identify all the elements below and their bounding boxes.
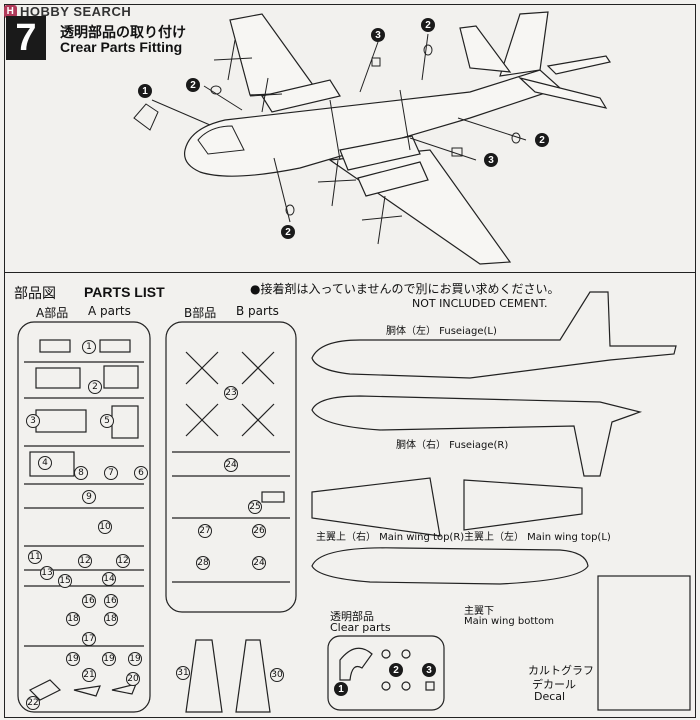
part-number-16: 16 — [104, 594, 118, 608]
cement-note-jp: ●接着剤は入っていませんので別にお買い求めください。 — [250, 282, 560, 296]
part-number-9: 9 — [82, 490, 96, 504]
sprue-b-frame — [165, 321, 297, 613]
part-number-18: 18 — [104, 612, 118, 626]
wing-top-left-label: 主翼上（左） Main wing top(L) — [464, 532, 611, 543]
part-number-17: 17 — [82, 632, 96, 646]
decal-label-jp2: デカール — [532, 678, 576, 691]
part-number-14: 14 — [102, 572, 116, 586]
clear-parts-label-jp: 透明部品 — [330, 610, 374, 623]
cement-note-en: NOT INCLUDED CEMENT. — [412, 297, 548, 310]
parts-list-title-jp: 部品図 — [14, 286, 56, 302]
part-number-3: 3 — [26, 414, 40, 428]
clear-callout-1: 1 — [334, 682, 348, 696]
sprue-b-label-jp: B部品 — [184, 306, 217, 320]
part-number-23: 23 — [224, 386, 238, 400]
clear-parts-label-en: Clear parts — [330, 621, 391, 634]
sprue-a-frame — [17, 321, 151, 713]
part-number-7: 7 — [104, 466, 118, 480]
part-number-19: 19 — [128, 652, 142, 666]
part-number-1: 1 — [82, 340, 96, 354]
part-number-30: 30 — [270, 668, 284, 682]
parts-list-title-en: PARTS LIST — [84, 284, 165, 300]
part-number-31: 31 — [176, 666, 190, 680]
callout-part-2: 2 — [186, 78, 200, 92]
sprue-a-label-jp: A部品 — [36, 306, 69, 320]
clear-callout-3: 3 — [422, 663, 436, 677]
callout-part-1: 1 — [138, 84, 152, 98]
step-title-en: Crear Parts Fitting — [60, 39, 183, 55]
propeller-2 — [249, 77, 283, 113]
part-number-4: 4 — [38, 456, 52, 470]
part-number-24: 24 — [252, 556, 266, 570]
watermark-text: HOBBY SEARCH — [20, 4, 132, 19]
part-number-27: 27 — [198, 524, 212, 538]
decal-label-jp1: カルトグラフ — [528, 664, 594, 677]
wing-top-right-label: 主翼上（右） Main wing top(R) — [316, 532, 465, 543]
part-number-22: 22 — [26, 696, 40, 710]
hobby-search-logo-icon: H — [4, 5, 17, 18]
page-frame — [4, 4, 696, 718]
step-title-jp: 透明部品の取り付け — [60, 25, 186, 41]
fuselage-right-label: 胴体（右） Fuseiage(R) — [396, 440, 509, 451]
watermark: H HOBBY SEARCH — [4, 4, 131, 19]
callout-part-2: 2 — [421, 18, 435, 32]
part-number-11: 11 — [28, 550, 42, 564]
part-number-18: 18 — [66, 612, 80, 626]
part-number-2: 2 — [88, 380, 102, 394]
part-number-21: 21 — [82, 668, 96, 682]
part-number-10: 10 — [98, 520, 112, 534]
sprue-a-label-en: A parts — [88, 304, 131, 318]
callout-part-2: 2 — [281, 225, 295, 239]
part-number-20: 20 — [126, 672, 140, 686]
callout-part-3: 3 — [484, 153, 498, 167]
part-number-8: 8 — [74, 466, 88, 480]
sprue-b-label-en: B parts — [236, 304, 279, 318]
part-number-6: 6 — [134, 466, 148, 480]
wing-bottom-label-en: Main wing bottom — [464, 616, 555, 627]
clear-callout-2: 2 — [389, 663, 403, 677]
propeller-1 — [213, 39, 253, 81]
callout-part-3: 3 — [371, 28, 385, 42]
part-number-19: 19 — [102, 652, 116, 666]
part-number-24: 24 — [224, 458, 238, 472]
part-number-25: 25 — [248, 500, 262, 514]
part-number-5: 5 — [100, 414, 114, 428]
step-number: 7 — [6, 16, 46, 60]
part-number-28: 28 — [196, 556, 210, 570]
part-number-16: 16 — [82, 594, 96, 608]
section-divider — [4, 272, 696, 273]
wing-bottom-label-jp: 主翼下 — [464, 606, 494, 617]
part-number-12: 12 — [78, 554, 92, 568]
callout-part-2: 2 — [535, 133, 549, 147]
part-number-26: 26 — [252, 524, 266, 538]
part-number-19: 19 — [66, 652, 80, 666]
decal-label-en: Decal — [534, 690, 566, 703]
part-number-13: 13 — [40, 566, 54, 580]
fuselage-left-label: 胴体（左） Fuseiage(L) — [386, 326, 497, 337]
part-number-15: 15 — [58, 574, 72, 588]
part-number-12: 12 — [116, 554, 130, 568]
